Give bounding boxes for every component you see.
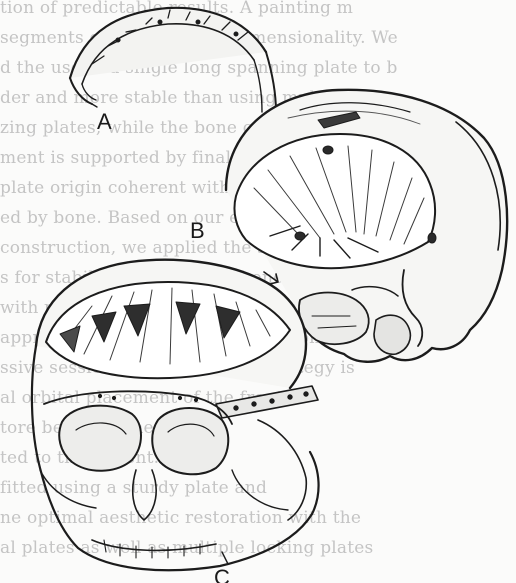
titanium-mesh-plate: [70, 8, 276, 112]
panel-label-c: C: [214, 567, 230, 583]
skull-with-fixation-plate: [32, 260, 319, 570]
panel-label-a: A: [97, 111, 112, 133]
panel-label-b: B: [190, 220, 205, 242]
